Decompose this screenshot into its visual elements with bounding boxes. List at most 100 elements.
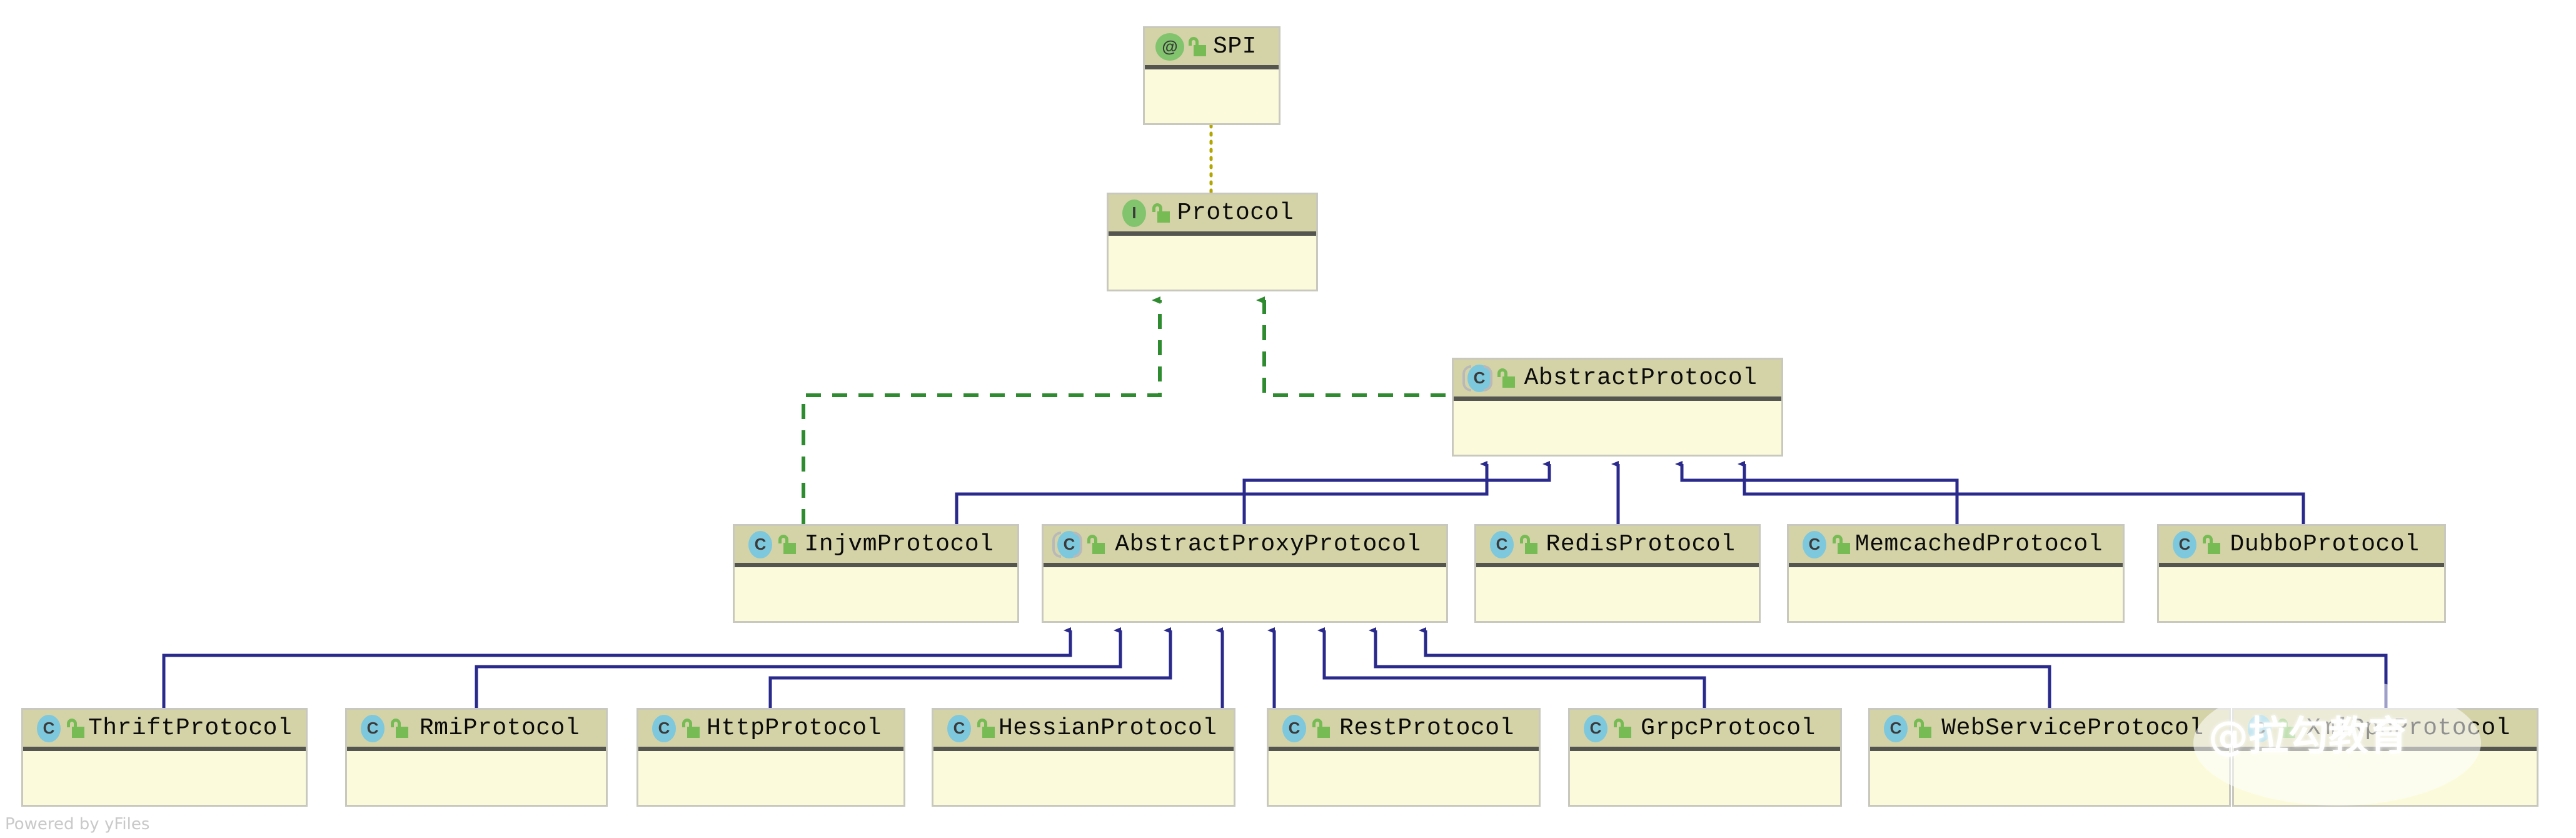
unlocked-padlock-icon [2201, 533, 2221, 556]
uml-node-header: C HttpProtocol [638, 710, 903, 751]
uml-node-title: RestProtocol [1339, 714, 1514, 742]
class-icon: C [1580, 714, 1607, 742]
class-glyph: C [2173, 530, 2196, 558]
padlock-body [1502, 376, 1515, 388]
class-icon: C [1462, 364, 1492, 392]
padlock-body [72, 726, 84, 738]
interface-glyph: I [1122, 199, 1146, 227]
powered-by-label: Powered by yFiles [5, 815, 150, 834]
uml-node-title: ThriftProtocol [88, 714, 293, 742]
uml-node-memcached-protocol[interactable]: C MemcachedProtocol [1787, 524, 2125, 623]
uml-node-title: AbstractProtocol [1524, 364, 1758, 391]
class-glyph: C [748, 530, 772, 558]
padlock-body [1838, 542, 1850, 554]
class-glyph: C [2248, 714, 2272, 742]
uml-node-members [933, 751, 1234, 805]
class-glyph: C [1057, 530, 1081, 558]
uml-node-members [2234, 751, 2537, 805]
padlock-shackle [1152, 203, 1162, 212]
unlocked-padlock-icon [66, 717, 86, 740]
uml-node-dubbo-protocol[interactable]: C DubboProtocol [2157, 524, 2446, 623]
uml-node-members [1870, 751, 2229, 805]
class-glyph: C [1467, 364, 1491, 392]
unlocked-padlock-icon [1613, 717, 1633, 740]
uml-node-title: GrpcProtocol [1641, 714, 1816, 742]
class-glyph: C [1490, 530, 1514, 558]
uml-node-members [347, 751, 606, 805]
class-icon: C [1052, 530, 1082, 558]
uml-node-abstract-protocol[interactable]: C AbstractProtocol [1452, 358, 1783, 457]
unlocked-padlock-icon [1086, 533, 1106, 556]
unlocked-padlock-icon [2277, 717, 2297, 740]
padlock-body [1919, 726, 1931, 738]
unlocked-padlock-icon [1519, 533, 1539, 556]
annotation-glyph: @ [1155, 33, 1184, 61]
class-icon: C [1486, 530, 1514, 558]
uml-node-header: C AbstractProtocol [1454, 360, 1781, 401]
padlock-shackle [1833, 534, 1843, 543]
class-glyph: C [1803, 530, 1826, 558]
uml-node-injvm-protocol[interactable]: C InjvmProtocol [733, 524, 1019, 623]
class-icon: C [2244, 714, 2272, 742]
class-icon: C [1279, 714, 1306, 742]
uml-node-spi[interactable]: @SPI [1143, 26, 1280, 125]
unlocked-padlock-icon [1187, 36, 1207, 58]
uml-node-members [1269, 751, 1539, 805]
uml-node-header: C MemcachedProtocol [1789, 526, 2123, 567]
uml-node-grpc-protocol[interactable]: C GrpcProtocol [1568, 708, 1842, 807]
padlock-body [1525, 542, 1537, 554]
uml-node-members [1476, 567, 1759, 621]
annotation-icon: @ [1155, 33, 1184, 61]
padlock-body [1092, 542, 1105, 554]
class-icon: C [1799, 530, 1826, 558]
uml-node-title: DubboProtocol [2230, 530, 2420, 558]
padlock-shackle [1189, 36, 1199, 46]
padlock-shackle [1520, 534, 1530, 543]
uml-node-http-protocol[interactable]: C HttpProtocol [636, 708, 905, 807]
uml-node-title: MemcachedProtocol [1854, 530, 2103, 558]
uml-node-rest-protocol[interactable]: C RestProtocol [1267, 708, 1541, 807]
unlocked-padlock-icon [1151, 202, 1171, 225]
uml-node-members [1145, 69, 1279, 123]
class-icon: C [648, 714, 676, 742]
uml-node-title: InjvmProtocol [804, 530, 994, 558]
unlocked-padlock-icon [976, 717, 996, 740]
padlock-shackle [1497, 368, 1507, 377]
class-icon: C [357, 714, 385, 742]
uml-node-members [1044, 567, 1446, 621]
unlocked-padlock-icon [1831, 533, 1851, 556]
uml-node-members [735, 567, 1017, 621]
uml-node-thrift-protocol[interactable]: C ThriftProtocol [21, 708, 308, 807]
class-glyph: C [37, 714, 61, 742]
padlock-body [1194, 44, 1206, 56]
class-icon: C [943, 714, 971, 742]
edge-group-generalization-abstractprotocol [955, 461, 2305, 524]
padlock-shackle [1312, 718, 1322, 727]
uml-node-title: WebServiceProtocol [1941, 714, 2204, 742]
padlock-body [1619, 726, 1631, 738]
uml-node-members [638, 751, 903, 805]
uml-node-title: HttpProtocol [707, 714, 882, 742]
uml-node-members [1789, 567, 2123, 621]
padlock-body [2208, 542, 2220, 554]
padlock-shackle [391, 718, 401, 727]
padlock-body [2283, 726, 2295, 738]
class-glyph: C [1584, 714, 1607, 742]
unlocked-padlock-icon [777, 533, 797, 556]
padlock-shackle [1614, 718, 1624, 727]
class-icon: C [33, 714, 61, 742]
uml-node-members [23, 751, 306, 805]
interface-icon: I [1119, 199, 1146, 227]
class-glyph: C [361, 714, 385, 742]
